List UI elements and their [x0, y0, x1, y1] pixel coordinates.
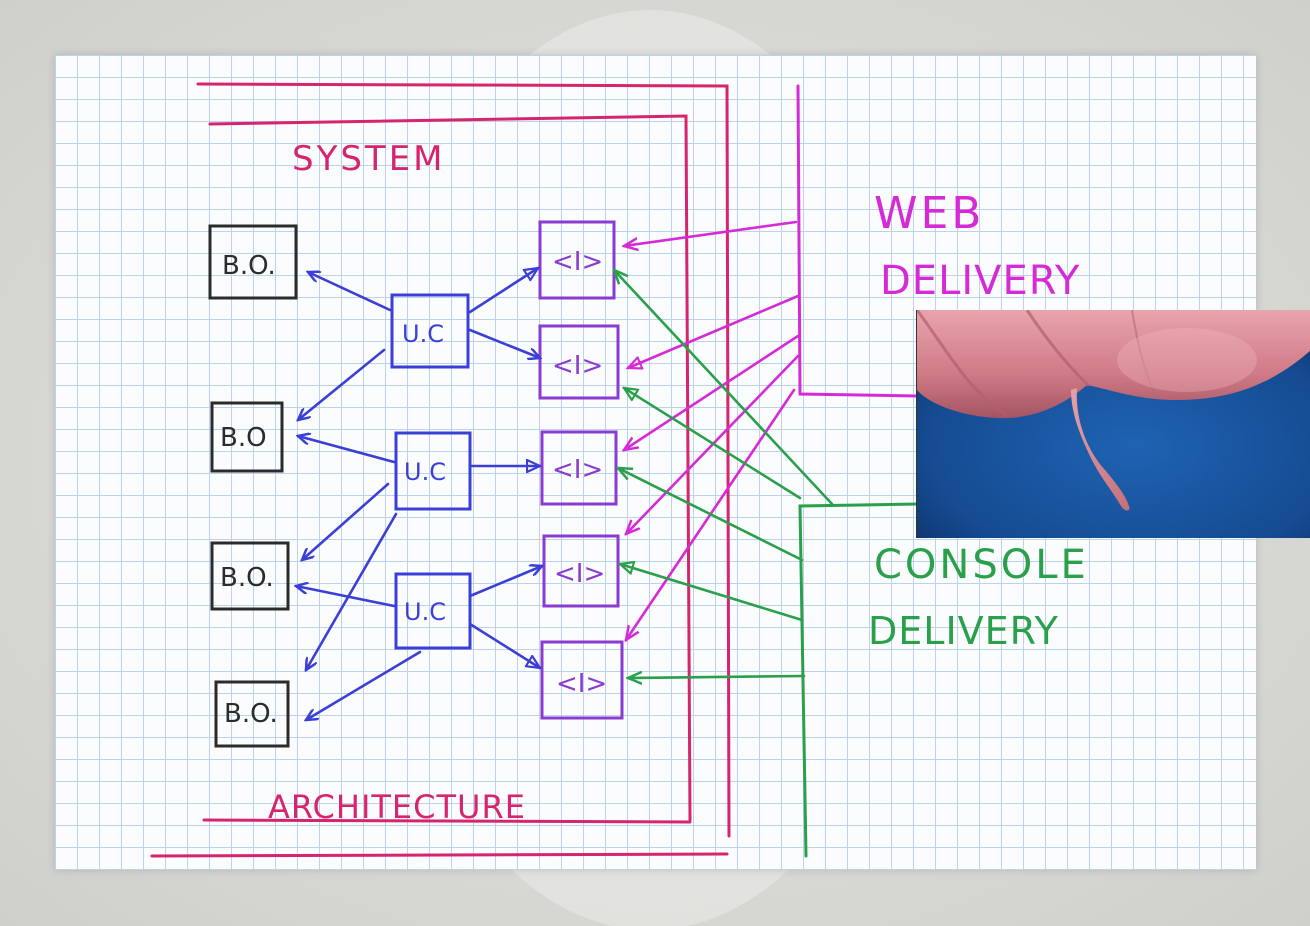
use-case-label: U.C — [404, 458, 446, 486]
interface-label: <I> — [554, 559, 605, 589]
business-object-box — [208, 224, 298, 300]
system-label: SYSTEM — [292, 139, 446, 179]
interface-label: <I> — [552, 455, 603, 485]
interface-label: <I> — [552, 247, 603, 277]
console-delivery-label-line2: DELIVERY — [868, 609, 1059, 653]
use-case-to-interface-arrows — [468, 268, 542, 668]
business-objects — [208, 224, 298, 748]
interface-label: <I> — [556, 669, 607, 699]
console-delivery-arrows — [614, 270, 834, 678]
interface-box — [540, 640, 624, 720]
business-object-label: B.O — [220, 423, 267, 453]
interface-box — [538, 324, 620, 400]
business-object-label: B.O. — [222, 251, 276, 281]
use-case-to-business-object-arrows — [296, 272, 422, 720]
web-delivery-label-line1: WEB — [874, 188, 985, 239]
console-delivery-label-line1: CONSOLE — [874, 542, 1089, 588]
use-case-box — [390, 293, 470, 369]
use-cases — [390, 293, 472, 650]
console-delivery-bus — [798, 502, 920, 858]
use-case-box — [394, 431, 472, 511]
inset-video-frame — [917, 310, 1310, 538]
business-object-label: B.O. — [220, 563, 274, 593]
business-object-box — [210, 541, 290, 611]
use-case-box — [394, 572, 472, 650]
interface-box — [538, 220, 616, 300]
anatomy-video-icon — [916, 310, 1310, 538]
business-object-label: B.O. — [224, 699, 278, 729]
business-object-box — [210, 401, 284, 473]
web-delivery-arrows — [624, 220, 800, 640]
architecture-label: ARCHITECTURE — [268, 788, 526, 826]
web-delivery-bus — [796, 84, 920, 398]
use-case-label: U.C — [404, 598, 446, 626]
interface-label: <I> — [552, 351, 603, 381]
business-object-box — [214, 680, 290, 748]
use-case-label: U.C — [402, 320, 444, 348]
web-delivery-label-line2: DELIVERY — [880, 258, 1080, 304]
